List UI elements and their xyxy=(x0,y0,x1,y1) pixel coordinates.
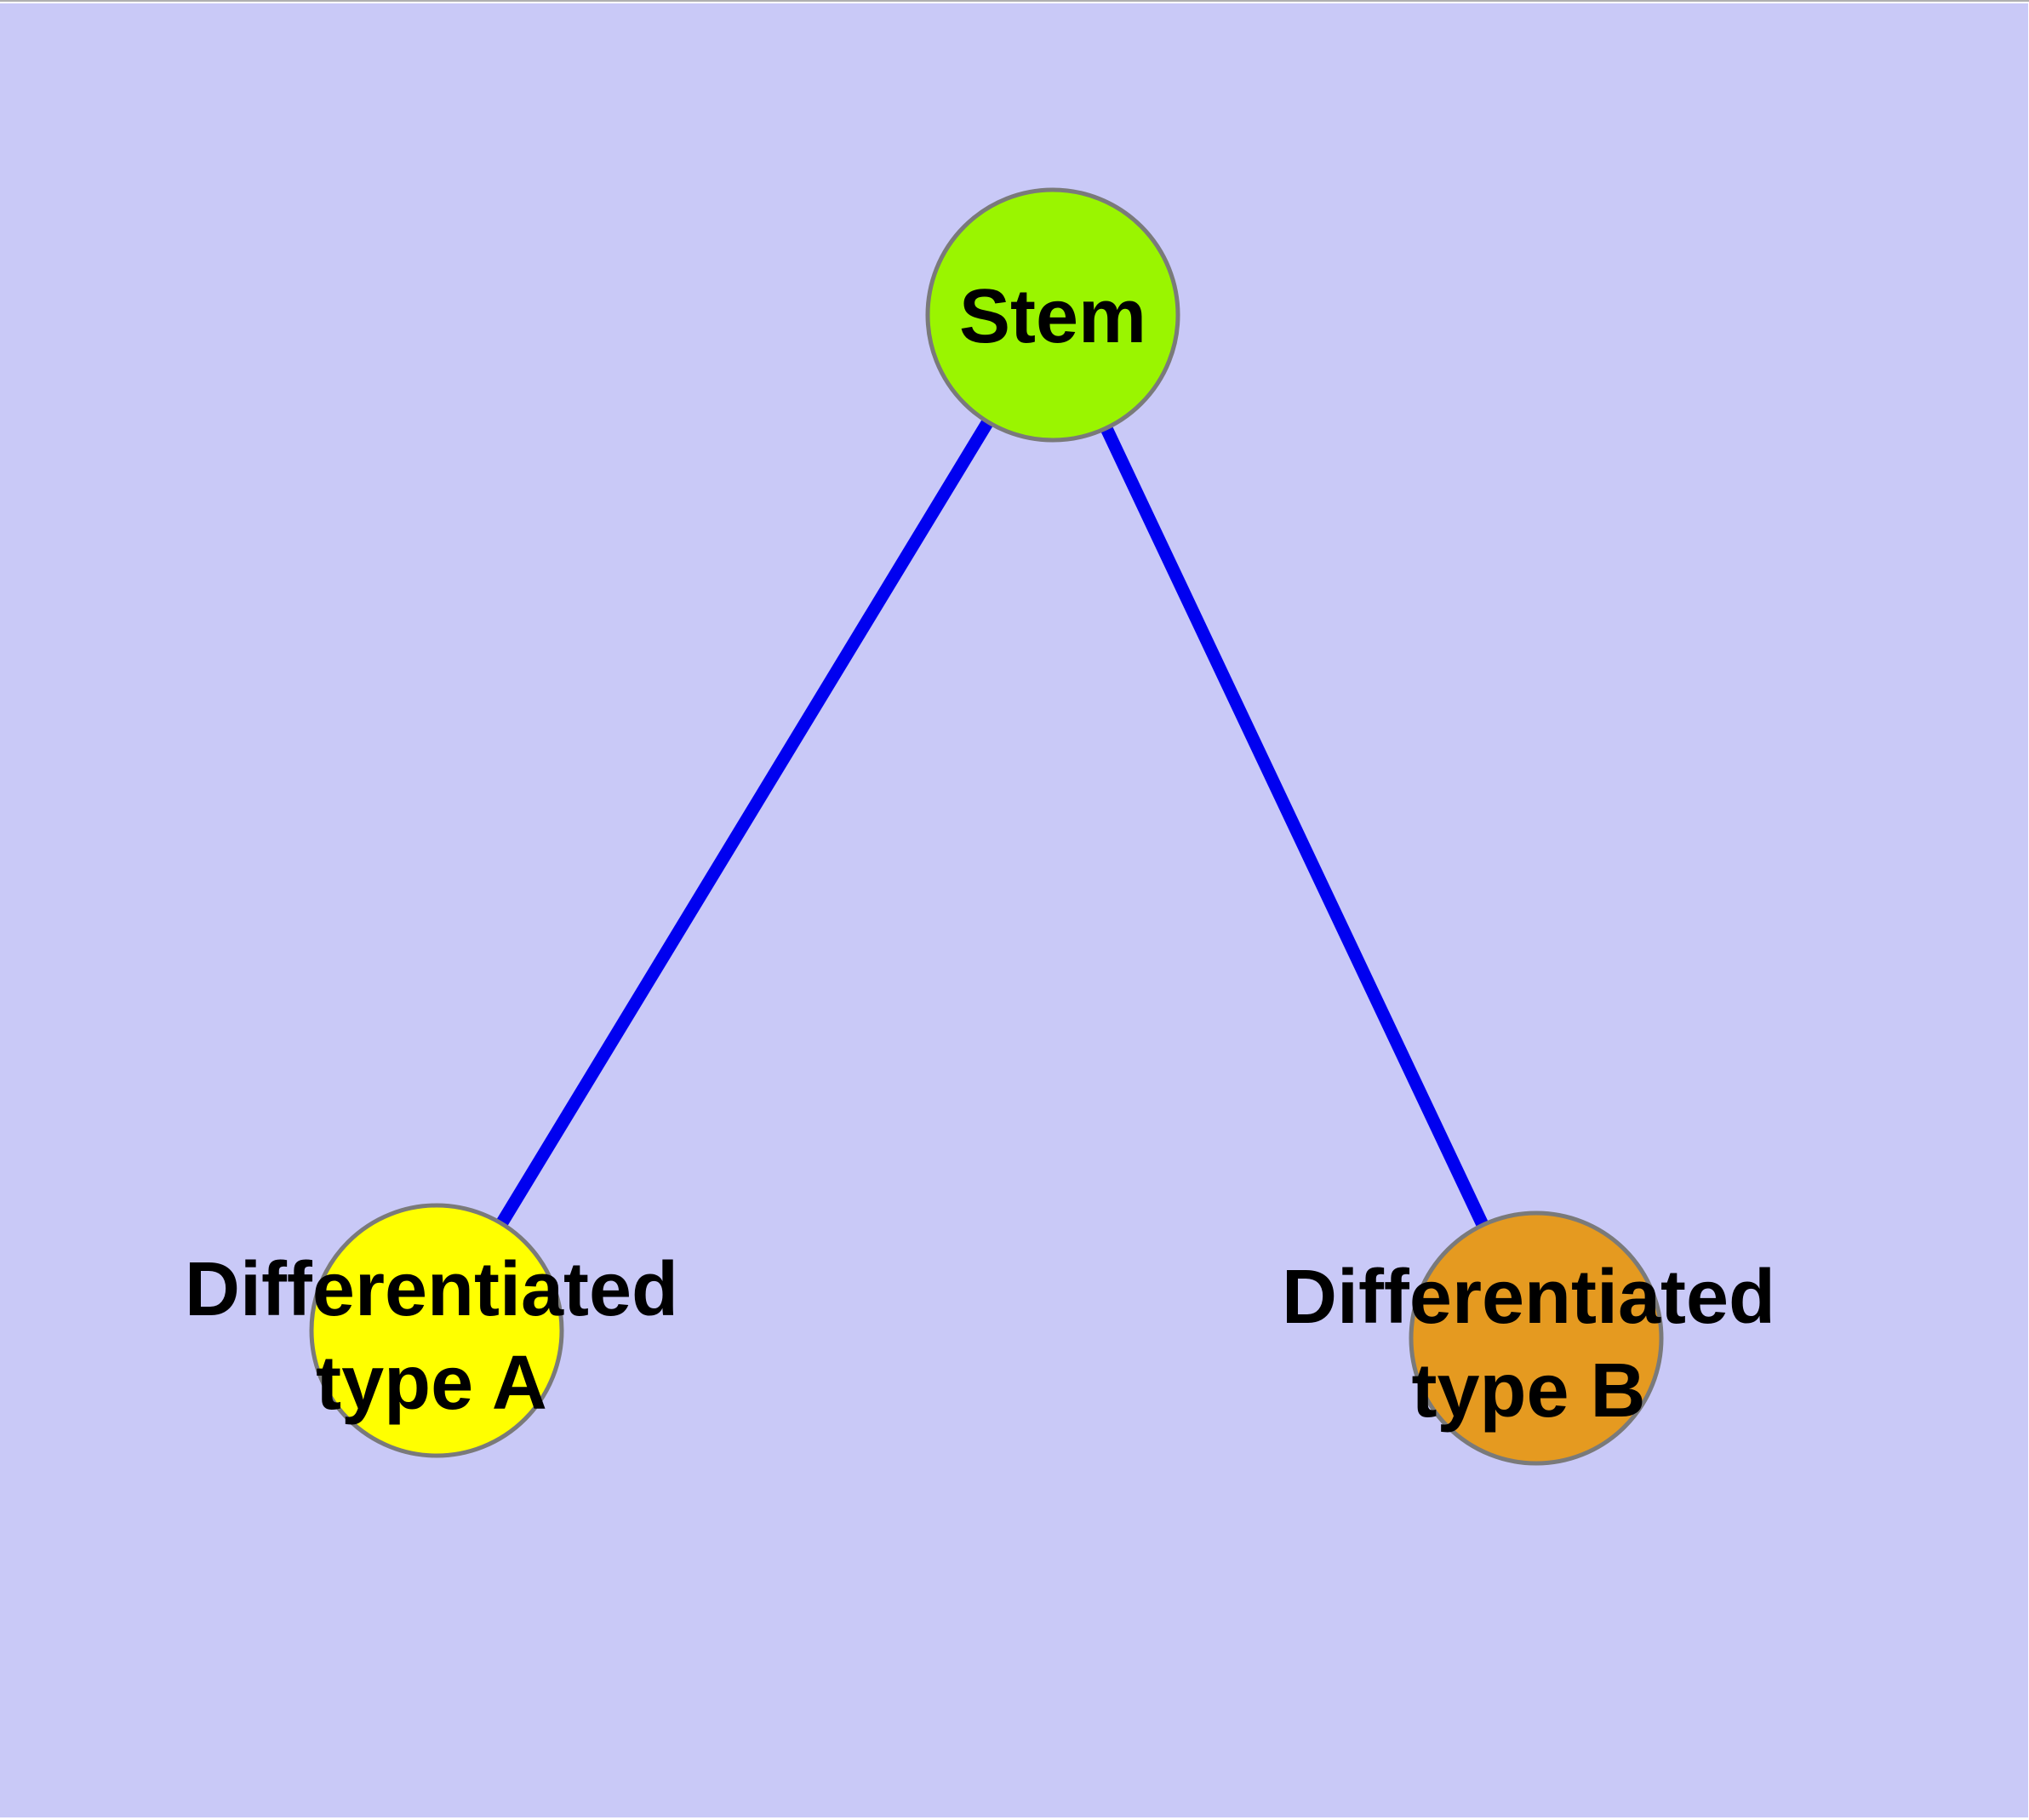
type-b-node-label-line1: Differentiated xyxy=(1282,1255,1775,1340)
stem-node-circle[interactable] xyxy=(925,187,1180,443)
edge-stem-to-type-a xyxy=(431,312,1059,1334)
type-a-node-circle[interactable] xyxy=(309,1203,564,1458)
type-a-node-label-line1: Differentiated xyxy=(185,1247,678,1332)
node-differentiated-type-b[interactable]: Differentiated type B xyxy=(1282,1210,1775,1466)
node-differentiated-type-a[interactable]: Differentiated type A xyxy=(185,1203,678,1458)
type-b-node-circle[interactable] xyxy=(1409,1210,1664,1466)
type-b-node-label-line2: type B xyxy=(1411,1348,1645,1434)
stem-node-label: Stem xyxy=(959,274,1146,359)
edge-stem-to-type-b xyxy=(1047,312,1542,1342)
top-hairline xyxy=(0,0,2029,2)
node-stem[interactable]: Stem xyxy=(925,187,1180,443)
type-a-node-label-line2: type A xyxy=(316,1341,547,1426)
